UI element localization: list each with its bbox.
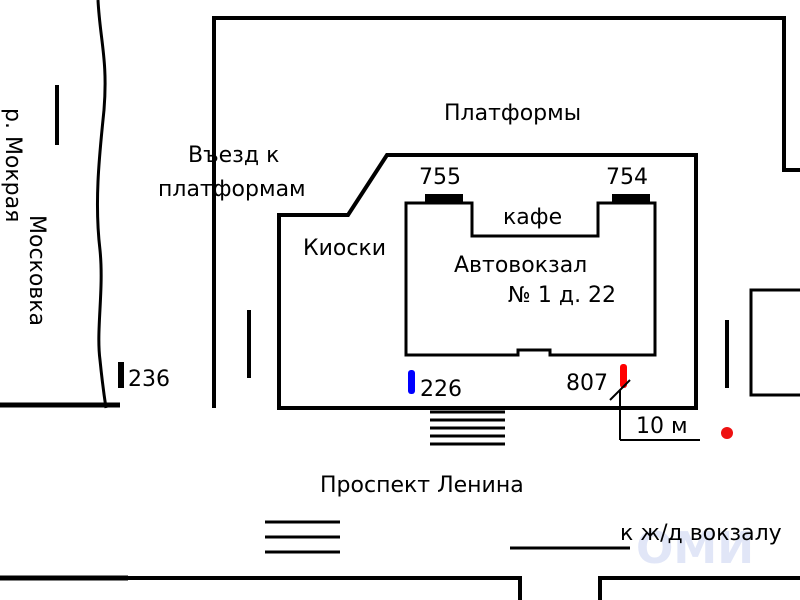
river-line [95,0,108,409]
station-building-outline [404,201,657,357]
stop-226-marker [408,370,415,394]
crosswalk-top [430,410,505,446]
kiosks-label: Киоски [303,236,386,261]
stop-754-marker [612,194,650,202]
stop-807-label: 807 [566,371,608,396]
street-label: Московка [24,215,49,326]
entrance-label-line1: Въезд к [188,143,279,168]
station-name-line1: Автовокзал [454,253,587,278]
station-name-line2: № 1 д. 22 [508,283,616,308]
cafe-label: кафе [503,205,562,230]
platforms-label: Платформы [444,101,581,126]
avenue-label: Проспект Ленина [320,473,524,498]
platforms-area-outline [212,16,800,408]
river-label: р. Мокрая [0,108,25,222]
to-railway-label: к ж/д вокзалу [620,521,782,546]
stop-236-label: 236 [128,367,170,392]
distance-indicator [609,379,700,441]
crosswalk-bottom [265,520,340,554]
stop-755-marker [425,194,463,202]
location-dot [721,427,733,439]
entrance-label-line2: платформам [158,177,306,202]
stop-236-marker [118,362,124,388]
right-building-outline [749,288,800,397]
watermark: ОМИ [636,523,754,574]
stop-754-label: 754 [606,165,648,190]
station-block-outline [277,153,698,410]
bottom-street-mid [128,576,522,600]
bottom-street-right [598,576,800,600]
stop-807-marker [620,364,627,388]
stop-755-label: 755 [419,165,461,190]
distance-label: 10 м [636,414,688,439]
stop-226-label: 226 [420,377,462,402]
